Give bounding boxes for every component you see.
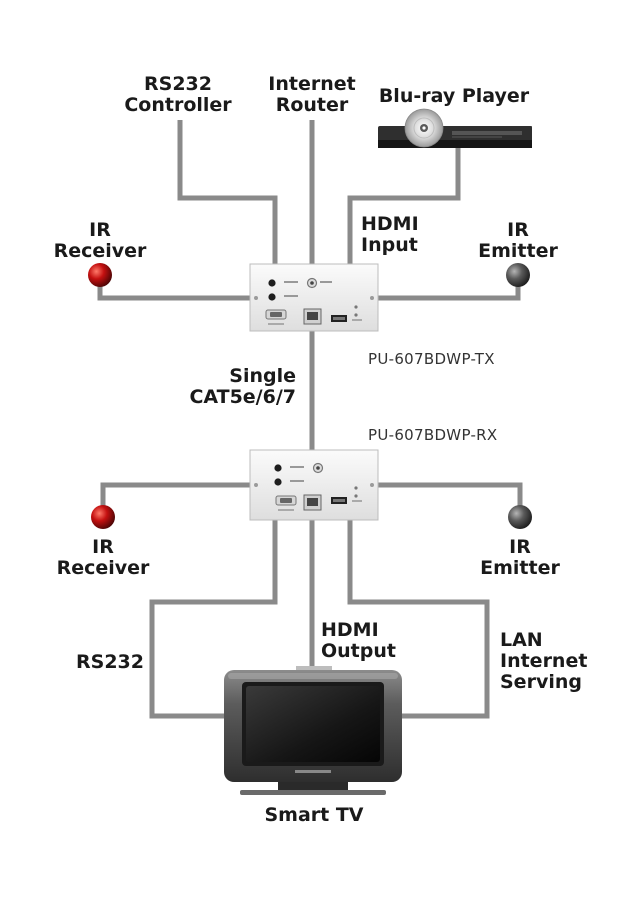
- tx-model-label: PU-607BDWP-TX: [368, 350, 495, 368]
- rx-wall-plate: [249, 449, 379, 521]
- ir-emitter-top-icon: [506, 263, 530, 287]
- cable-ir-emitter-bottom: [378, 482, 523, 507]
- cables: [97, 120, 523, 719]
- rx-model-label: PU-607BDWP-RX: [368, 426, 498, 444]
- ir-emitter-bottom-icon: [508, 505, 532, 529]
- cable-ir-receiver-bottom: [100, 482, 250, 507]
- bluray-player-label: Blu-ray Player: [378, 85, 530, 107]
- cable-hdmi-input: [347, 140, 461, 265]
- bluray-player-icon: [378, 108, 532, 148]
- cable-ir-receiver-top: [97, 285, 250, 301]
- cable-lan-out: [347, 520, 490, 719]
- smart-tv-label: Smart TV: [264, 804, 364, 826]
- tv-icon: [224, 666, 402, 795]
- cable-ir-emitter-top: [378, 285, 521, 301]
- cable-rs232-controller: [177, 120, 278, 265]
- tx-wall-plate: [249, 263, 379, 332]
- rs232-label: RS232: [76, 651, 144, 673]
- cable-rs232-out: [149, 520, 278, 719]
- ir-receiver-bottom-icon: [91, 505, 115, 529]
- ir-receiver-top-icon: [88, 263, 112, 287]
